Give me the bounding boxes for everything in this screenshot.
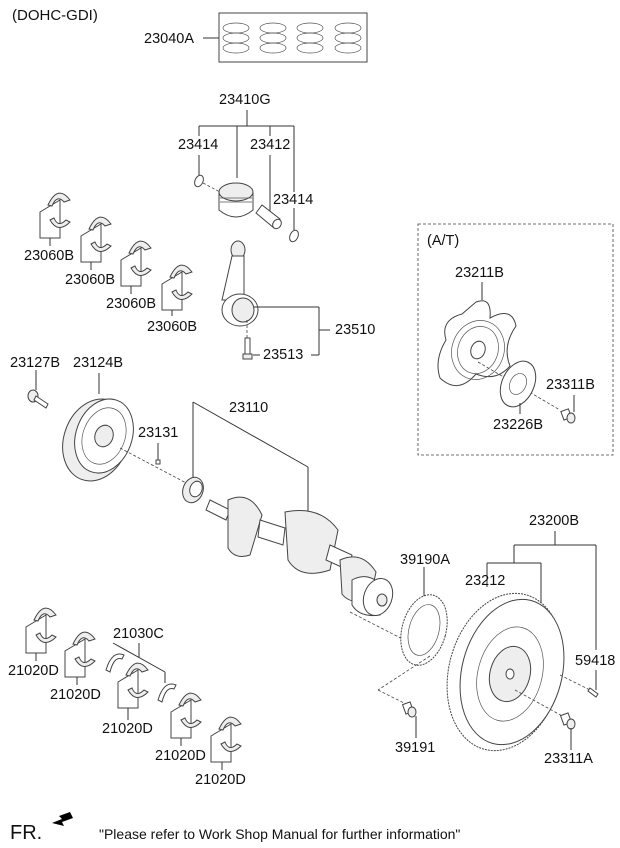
piston-assy-leaders (198, 110, 295, 230)
part-label-23060B-3[interactable]: 23060B (106, 296, 156, 312)
arrow-down-left-icon (52, 812, 73, 826)
front-direction-label: FR. (10, 822, 43, 844)
part-label-23311B[interactable]: 23311B (546, 377, 595, 393)
part-label-23414-left[interactable]: 23414 (178, 137, 219, 153)
part-label-23131[interactable]: 23131 (138, 425, 179, 441)
conrod-bolt[interactable] (242, 337, 260, 360)
part-label-39191[interactable]: 39191 (395, 740, 436, 756)
flywheel[interactable] (430, 580, 580, 764)
connecting-rod[interactable] (221, 240, 330, 356)
part-label-23414-right[interactable]: 23414 (273, 192, 314, 208)
part-label-21020D-3[interactable]: 21020D (102, 721, 153, 737)
drive-plate[interactable] (437, 300, 517, 387)
part-label-21030C[interactable]: 21030C (113, 626, 164, 642)
at-group (417, 223, 614, 456)
part-label-23410G[interactable]: 23410G (219, 92, 271, 108)
part-label-23513[interactable]: 23513 (263, 347, 304, 363)
piston-ring-set[interactable] (203, 12, 368, 63)
part-label-21020D-1[interactable]: 21020D (8, 663, 59, 679)
part-label-21020D-4[interactable]: 21020D (155, 748, 206, 764)
snap-ring-left[interactable] (193, 174, 205, 188)
part-label-23200B[interactable]: 23200B (529, 513, 579, 529)
pulley-bolt[interactable] (27, 370, 49, 409)
part-label-39190A[interactable]: 39190A (400, 552, 450, 568)
snap-ring-right[interactable] (288, 229, 300, 243)
crankshaft[interactable] (205, 496, 398, 619)
part-label-23110[interactable]: 23110 (229, 400, 269, 416)
drive-plate-adapter[interactable] (493, 355, 542, 412)
piston-ring-stack (222, 22, 362, 54)
part-label-21020D-2[interactable]: 21020D (50, 687, 101, 703)
piston-pin[interactable] (255, 204, 283, 230)
crankshaft-leaders (192, 401, 309, 513)
woodruff-key[interactable] (155, 443, 161, 465)
drive-plate-bolt[interactable] (560, 408, 576, 424)
part-label-23060B-1[interactable]: 23060B (24, 248, 74, 264)
part-label-23060B-2[interactable]: 23060B (65, 272, 115, 288)
thrust-bearings[interactable] (105, 642, 177, 703)
part-label-23127B[interactable]: 23127B (10, 355, 60, 371)
conrod-bearings[interactable] (39, 192, 193, 316)
variant-label: (DOHC-GDI) (12, 7, 98, 24)
workshop-manual-note: "Please refer to Work Shop Manual for fu… (99, 826, 461, 842)
part-label-21020D-5[interactable]: 21020D (195, 772, 246, 788)
at-group-label: (A/T) (427, 233, 460, 249)
part-label-23060B-4[interactable]: 23060B (147, 319, 197, 335)
part-label-23211B[interactable]: 23211B (455, 265, 504, 281)
part-label-23510[interactable]: 23510 (335, 322, 376, 338)
damper-pulley[interactable] (52, 373, 144, 490)
main-bearings[interactable] (25, 607, 242, 770)
part-label-23040A[interactable]: 23040A (144, 31, 194, 47)
part-label-23311A[interactable]: 23311A (544, 751, 593, 767)
flywheel-bolt[interactable] (559, 712, 576, 750)
dowel-pin[interactable] (559, 674, 599, 698)
piston[interactable] (218, 182, 254, 218)
part-label-23124B[interactable]: 23124B (73, 355, 123, 371)
part-label-23226B[interactable]: 23226B (493, 417, 543, 433)
crank-sprocket[interactable] (179, 474, 207, 505)
part-label-23412[interactable]: 23412 (250, 137, 291, 153)
target-wheel-bolt[interactable] (401, 701, 417, 738)
part-label-59418[interactable]: 59418 (575, 653, 616, 669)
part-label-23212[interactable]: 23212 (465, 573, 506, 589)
target-wheel[interactable] (393, 567, 454, 670)
